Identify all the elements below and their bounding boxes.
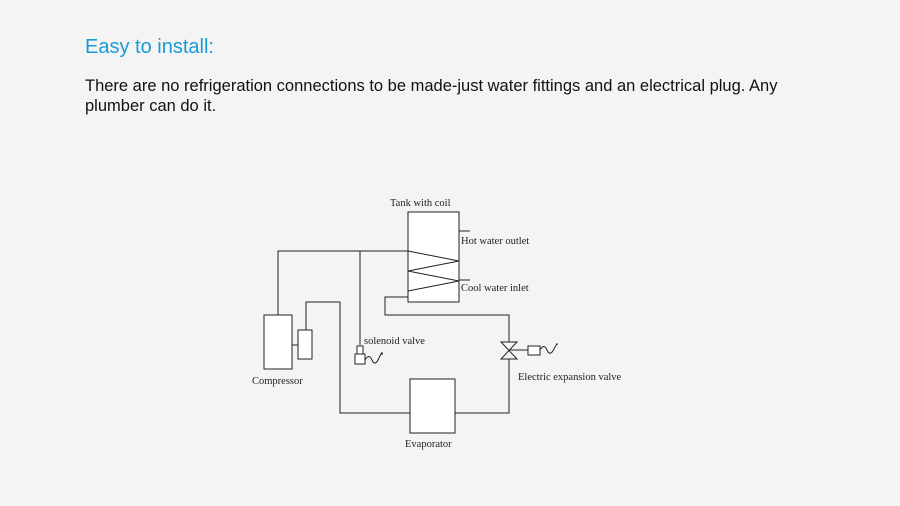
cool-water-inlet-label: Cool water inlet — [461, 283, 529, 294]
solenoid-stem — [356, 345, 364, 355]
solenoid-valve-label: solenoid valve — [364, 336, 425, 347]
expansion-valve — [499, 341, 558, 360]
expansion-valve-label: Electric expansion valve — [518, 372, 622, 383]
evaporator-inlet-line — [455, 359, 510, 414]
discharge-line — [277, 250, 408, 315]
tank — [407, 211, 460, 303]
evaporator-label: Evaporator — [405, 439, 452, 450]
compressor — [263, 314, 313, 370]
expansion-valve-icon — [499, 341, 519, 360]
compressor-label: Compressor — [252, 376, 303, 387]
slide-title: Easy to install: — [85, 36, 214, 58]
tank-coil — [407, 250, 460, 292]
solenoid-body — [354, 353, 366, 365]
liquid-line — [384, 296, 510, 342]
expansion-valve-actuator — [527, 345, 541, 356]
expansion-valve-wire-icon — [539, 343, 558, 354]
solenoid-wire-icon — [364, 352, 383, 364]
tank-label: Tank with coil — [390, 198, 451, 209]
hot-water-outlet-label: Hot water outlet — [461, 236, 529, 247]
slide-body-text: There are no refrigeration connections t… — [85, 77, 778, 115]
compressor-accumulator — [297, 329, 313, 360]
suction-line — [305, 301, 410, 414]
compressor-body — [263, 314, 293, 370]
evaporator — [409, 378, 456, 434]
tank-body — [407, 211, 460, 303]
solenoid-valve — [354, 345, 383, 365]
